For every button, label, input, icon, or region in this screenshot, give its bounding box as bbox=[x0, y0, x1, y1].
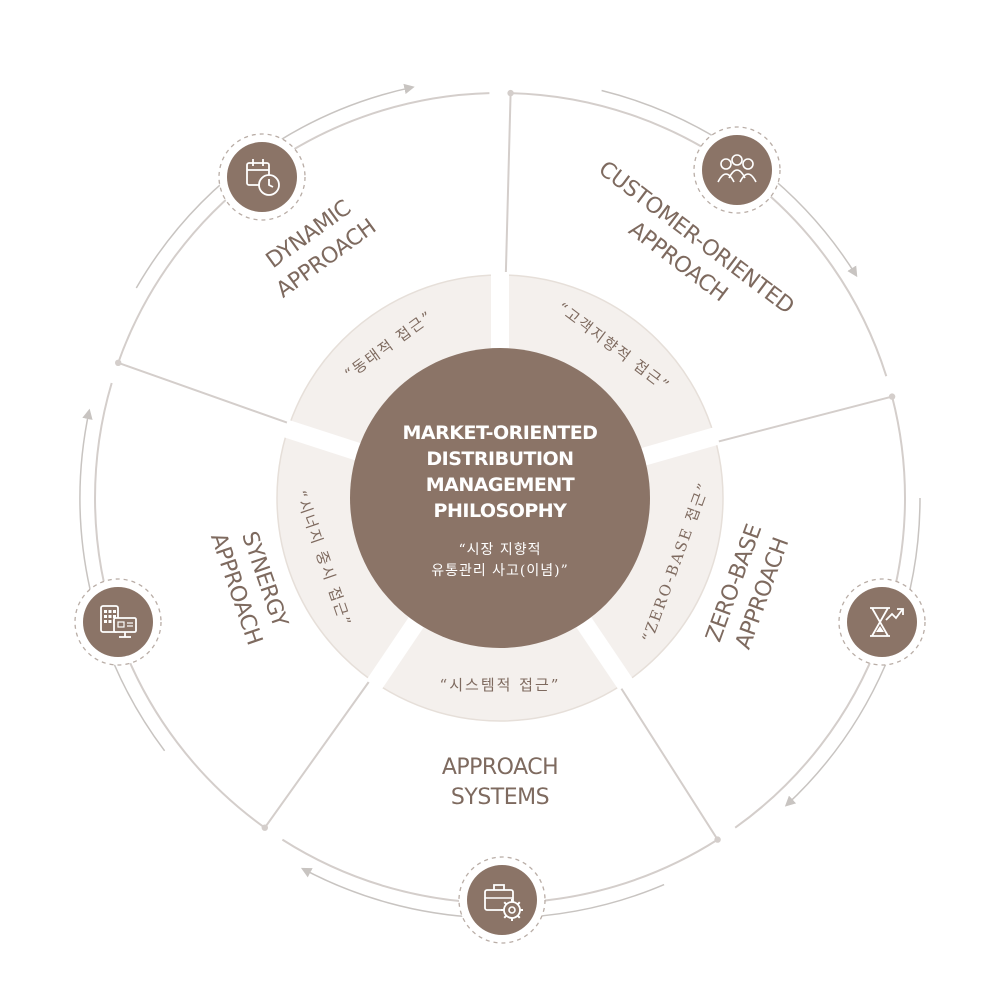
center-circle bbox=[350, 348, 650, 648]
segment-divider bbox=[632, 427, 720, 469]
people-group-icon bbox=[693, 126, 781, 214]
calendar-clock-icon bbox=[218, 133, 306, 221]
frame-endpoint-dot bbox=[261, 824, 268, 831]
frame-endpoint-dot bbox=[888, 393, 896, 400]
hourglass-trend-icon bbox=[838, 578, 926, 666]
korean-label-systems: “시스템적 접근” bbox=[440, 676, 561, 694]
segment-dividers bbox=[282, 272, 720, 691]
segment-title-line: APPROACH bbox=[442, 755, 558, 780]
calculator-screen-icon bbox=[74, 578, 162, 666]
segment-icons bbox=[74, 126, 926, 944]
frame-endpoint-dot bbox=[714, 836, 721, 843]
segment-divider bbox=[366, 609, 430, 691]
flow-arrow bbox=[79, 408, 166, 752]
segment-title-systems: SYSTEMS APPROACH bbox=[442, 755, 559, 810]
segment-divider bbox=[282, 419, 370, 464]
segment-divider bbox=[570, 609, 634, 691]
frame-endpoint-dot bbox=[507, 89, 514, 97]
briefcase-gear-icon bbox=[458, 856, 546, 944]
frame-endpoint-dot bbox=[115, 359, 122, 366]
segment-title-line: SYSTEMS bbox=[451, 785, 549, 810]
